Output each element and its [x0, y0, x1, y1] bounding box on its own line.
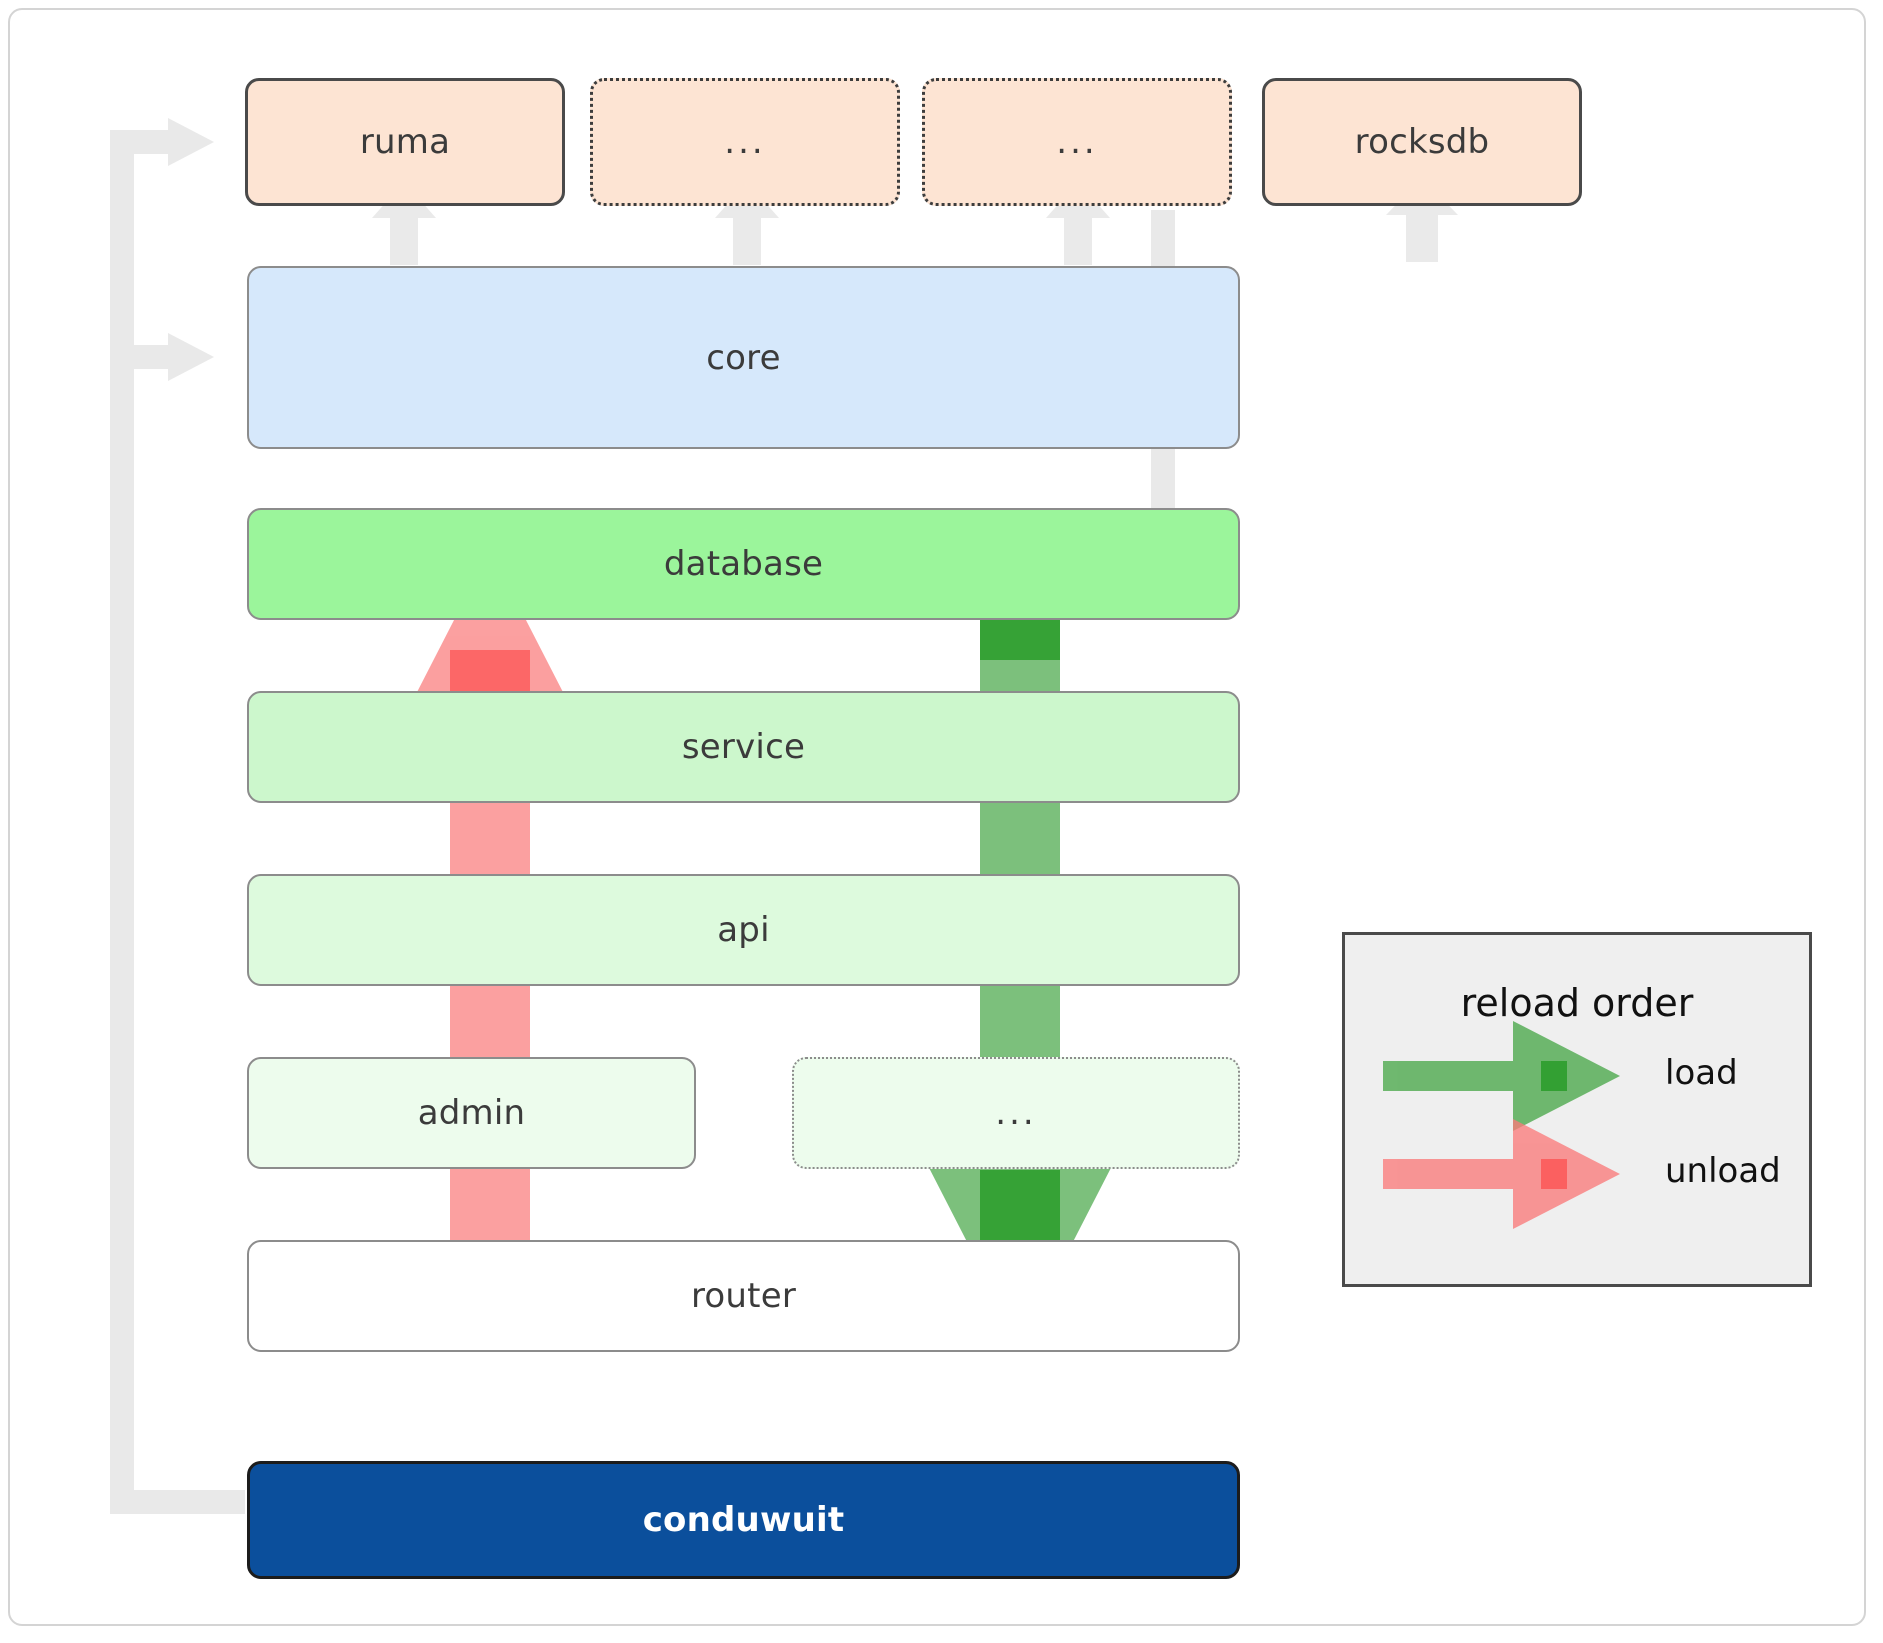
layer-box-router[interactable]: router [247, 1240, 1240, 1352]
legend-label-load: load [1665, 1053, 1738, 1093]
core-box[interactable]: core [247, 266, 1240, 449]
core-label: core [706, 337, 781, 378]
layer-box-api[interactable]: api [247, 874, 1240, 986]
layer-label-router: router [690, 1276, 796, 1316]
connector-rail-to-core [110, 345, 172, 369]
dependency-label-dots2: ... [1056, 122, 1098, 162]
layer-box-service[interactable]: service [247, 691, 1240, 803]
dependency-label-dots1: ... [724, 122, 766, 162]
layer-box-admin[interactable]: admin [247, 1057, 696, 1169]
layer-box-database[interactable]: database [247, 508, 1240, 620]
layer-label-service: service [681, 727, 806, 767]
legend-label-unload: unload [1665, 1151, 1781, 1191]
dependency-box-ruma[interactable]: ruma [245, 78, 565, 206]
app-box-conduwuit[interactable]: conduwuit [247, 1461, 1240, 1579]
dependency-label-ruma: ruma [359, 122, 451, 162]
legend-panel: reload order load unload [1342, 932, 1812, 1287]
legend-arrow-unload [1383, 1119, 1620, 1229]
legend-arrow-load [1383, 1021, 1620, 1131]
layer-label-api: api [717, 910, 770, 950]
diagram-frame [8, 8, 1866, 1626]
legend-arrows [1383, 1021, 1620, 1229]
layer-label-database: database [663, 544, 824, 584]
dependency-box-dots2[interactable]: ... [922, 78, 1232, 206]
connector-rail-to-ruma [110, 130, 172, 154]
dependency-box-rocksdb[interactable]: rocksdb [1262, 78, 1582, 206]
dependency-label-rocksdb: rocksdb [1354, 122, 1490, 162]
legend-title: reload order [1460, 981, 1694, 1025]
layer-label-dots3: ... [995, 1093, 1037, 1133]
legend-arrow-unload-core [1541, 1159, 1567, 1189]
app-label: conduwuit [642, 1500, 845, 1540]
layer-label-admin: admin [417, 1093, 526, 1133]
layer-box-dots3[interactable]: ... [792, 1057, 1240, 1169]
connector-left-rail-vertical [110, 130, 134, 1512]
dependency-box-dots1[interactable]: ... [590, 78, 900, 206]
legend-arrow-load-core [1541, 1061, 1567, 1091]
